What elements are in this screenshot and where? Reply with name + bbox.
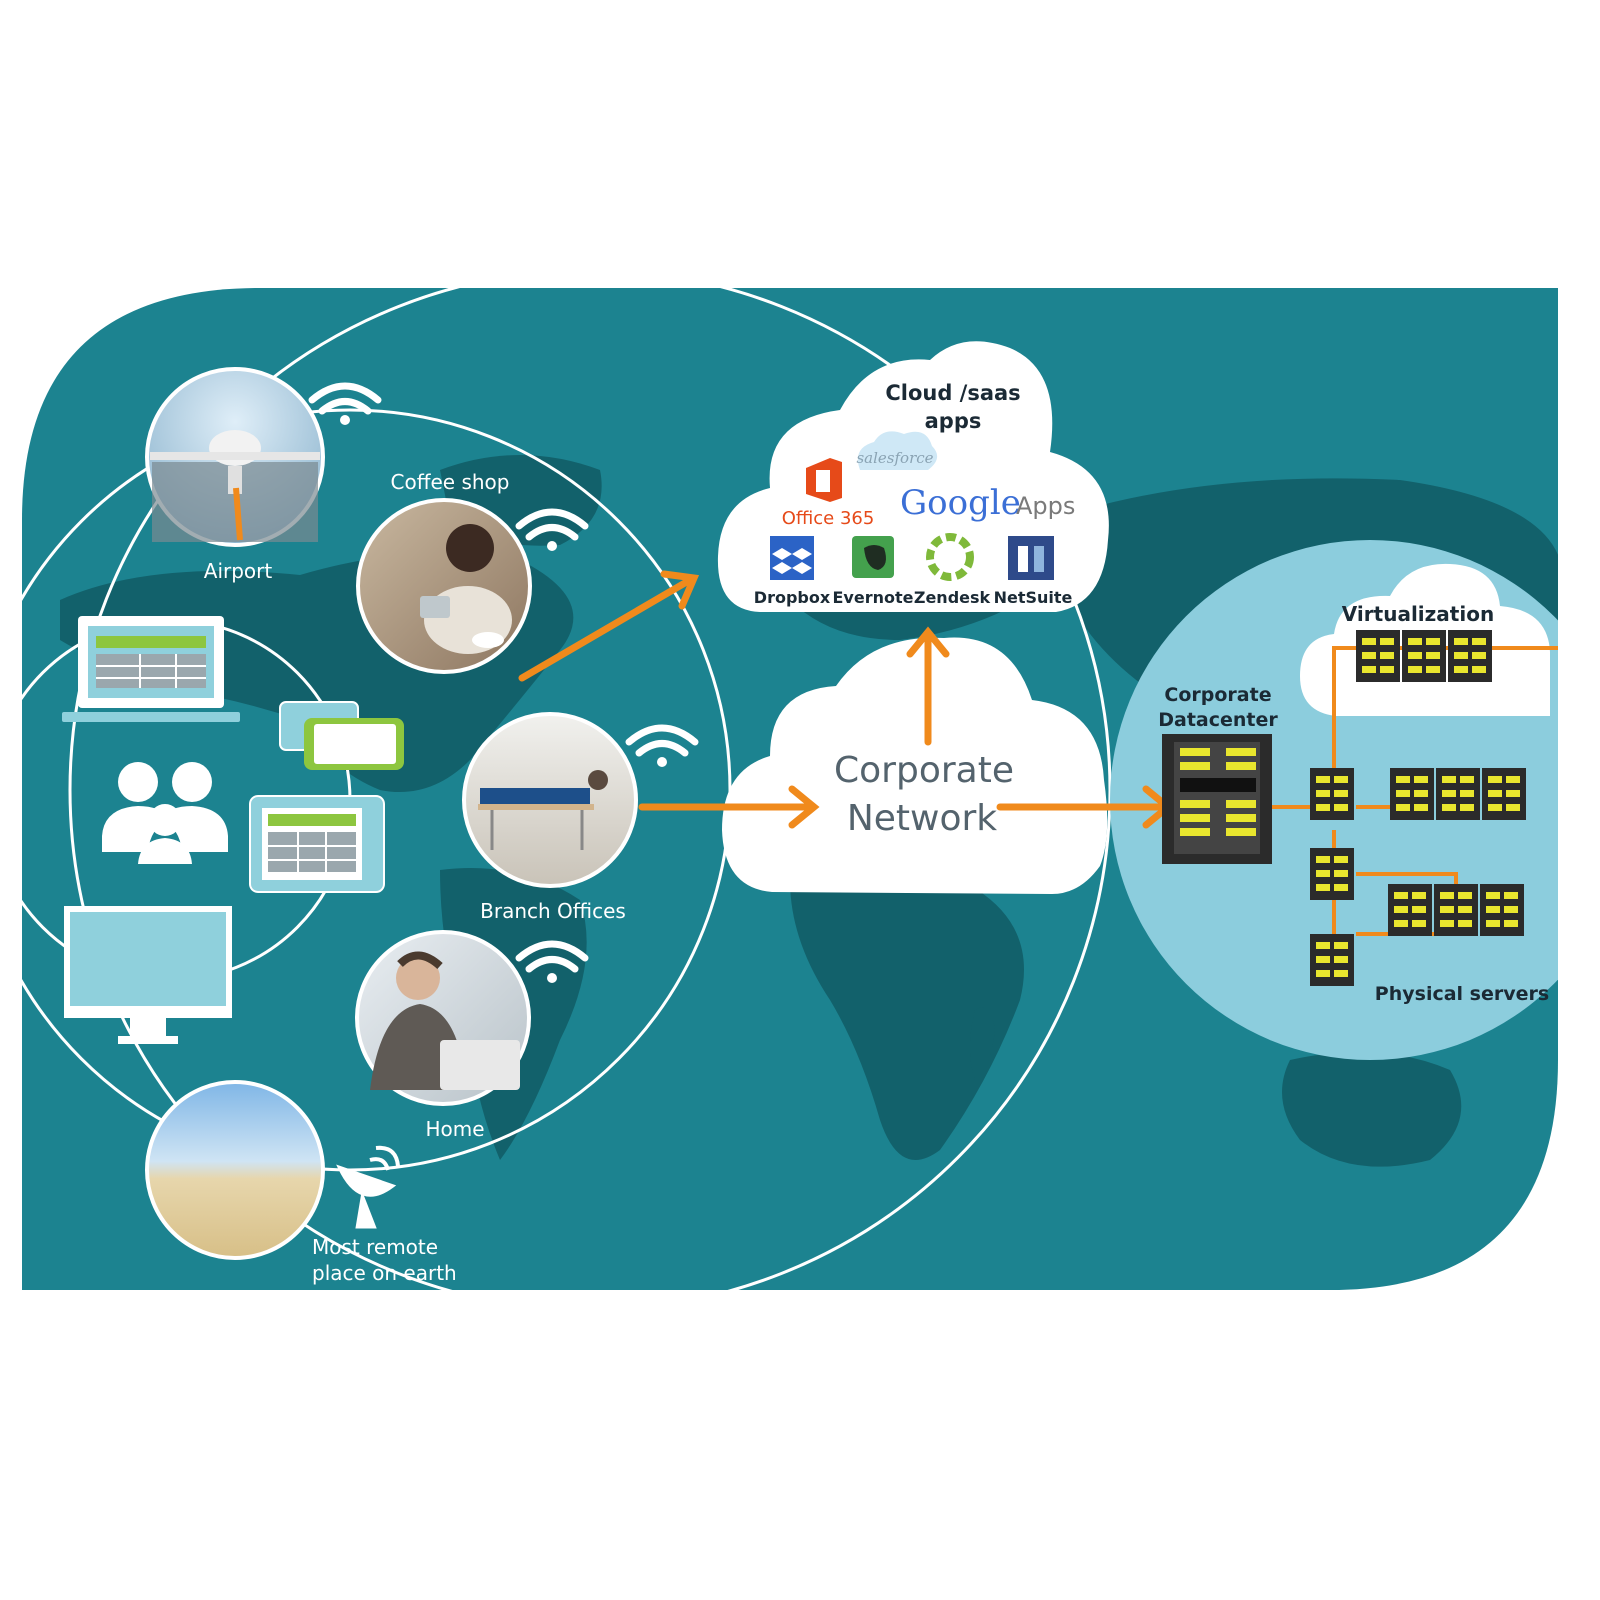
corporate-network-line1: Corporate xyxy=(834,750,1014,791)
server-group xyxy=(1310,630,1526,986)
server-unit xyxy=(1390,768,1434,820)
arrow-network-to-saas xyxy=(906,626,950,746)
datacenter-rack xyxy=(1162,734,1272,864)
tablet-icon xyxy=(249,795,385,893)
google-apps-logo: Google Apps xyxy=(900,483,1075,523)
server-unit xyxy=(1436,768,1480,820)
zendesk-logo: Zendesk xyxy=(914,533,991,607)
netsuite-logo: NetSuite xyxy=(994,536,1073,607)
svg-text:Office 365: Office 365 xyxy=(782,508,875,529)
saas-title-line2: apps xyxy=(925,409,982,433)
server-unit xyxy=(1356,630,1400,682)
coffee-shop-photo xyxy=(356,498,532,674)
server-unit xyxy=(1310,934,1354,986)
office-365-logo: Office 365 xyxy=(782,458,875,529)
branch-offices-photo xyxy=(462,712,638,888)
datacenter-title-line1: Corporate xyxy=(1164,684,1271,706)
datacenter-title-line2: Datacenter xyxy=(1158,709,1278,731)
desktop-monitor-icon xyxy=(64,906,232,1044)
svg-text:salesforce: salesforce xyxy=(856,449,933,467)
server-unit xyxy=(1434,884,1478,936)
server-unit xyxy=(1448,630,1492,682)
server-unit xyxy=(1310,848,1354,900)
users-icon xyxy=(102,762,228,864)
arrow-to-saas xyxy=(518,570,700,682)
server-unit xyxy=(1388,884,1432,936)
corporate-network-line2: Network xyxy=(847,798,997,839)
svg-text:Google: Google xyxy=(900,483,1021,523)
server-unit xyxy=(1482,768,1526,820)
server-unit xyxy=(1480,884,1524,936)
middle-ring xyxy=(68,288,1112,1290)
coffee-shop-label: Coffee shop xyxy=(391,470,510,494)
svg-text:Dropbox: Dropbox xyxy=(754,588,831,607)
home-label: Home xyxy=(425,1117,484,1141)
airport-photo xyxy=(145,367,325,547)
corporate-network-cloud xyxy=(722,637,1108,894)
satellite-dish-icon xyxy=(336,1145,400,1229)
dropbox-logo: Dropbox xyxy=(754,536,831,607)
physical-servers-label: Physical servers xyxy=(1375,983,1549,1005)
arrow-to-corporate-network xyxy=(638,785,820,829)
remote-label-line2: place on earth xyxy=(312,1261,457,1285)
wifi-icon xyxy=(515,940,589,983)
remote-label-line1: Most remote xyxy=(312,1235,438,1259)
svg-text:Apps: Apps xyxy=(1016,492,1075,520)
wifi-icon xyxy=(308,382,382,425)
airport-label: Airport xyxy=(204,559,273,583)
wifi-icon xyxy=(515,508,589,551)
phone-icon xyxy=(279,701,404,770)
svg-text:Evernote: Evernote xyxy=(833,588,914,607)
saas-title-line1: Cloud /saas xyxy=(885,381,1020,405)
server-unit xyxy=(1310,768,1354,820)
home-photo xyxy=(355,930,531,1106)
salesforce-logo: salesforce xyxy=(856,431,938,470)
svg-text:Zendesk: Zendesk xyxy=(914,588,991,607)
virtualization-label: Virtualization xyxy=(1342,602,1494,626)
wifi-icon xyxy=(625,724,699,767)
laptop-icon xyxy=(62,616,240,722)
server-unit xyxy=(1402,630,1446,682)
svg-text:NetSuite: NetSuite xyxy=(994,588,1073,607)
evernote-logo: Evernote xyxy=(833,536,914,607)
branch-offices-label: Branch Offices xyxy=(480,899,626,923)
remote-place-photo xyxy=(145,1080,325,1260)
